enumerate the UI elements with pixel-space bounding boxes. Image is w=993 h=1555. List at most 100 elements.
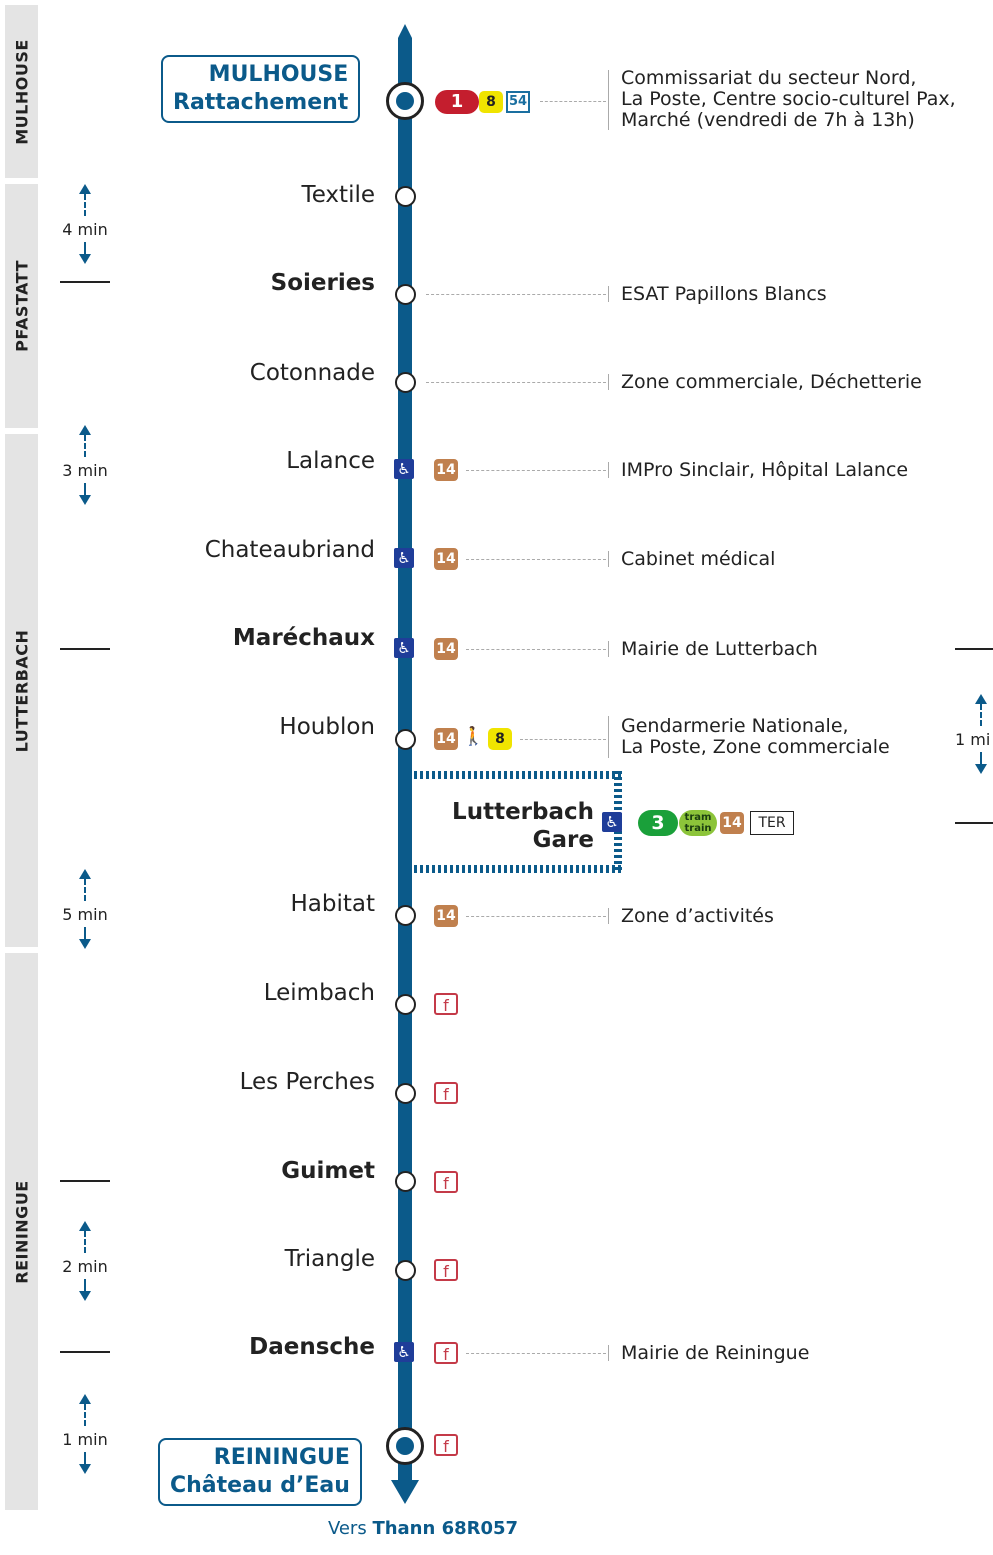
stop-guimet[interactable] [395,1171,416,1192]
arrow-up-icon [79,1394,91,1404]
info-chateaubriand: Cabinet médical [621,548,776,570]
train-label: train [684,823,712,834]
duration-label: 4 min [62,220,108,239]
arrow-down-icon [79,495,91,505]
fare-separator [60,1351,110,1353]
arrow-up-icon [79,184,91,194]
info-habitat: Zone d’activités [621,905,774,927]
line-14-badge: 14 [434,905,458,927]
stop-name-soieries: Soieries [270,270,375,296]
wheelchair-icon: ♿ [394,548,414,568]
fare-separator [60,1180,110,1182]
stop-name-les-perches: Les Perches [239,1069,375,1095]
dashed-line [84,194,86,216]
leader-line [466,1353,606,1354]
leader-line [520,739,606,740]
commune-label: MULHOUSE [12,38,31,145]
wheelchair-icon: ♿ [394,1342,414,1362]
route-line [398,38,412,1482]
info-bracket [608,1345,609,1361]
stop-name-lutterbach-gare: Lutterbach Gare [420,798,594,854]
leader-line [426,382,606,383]
stop-name-chateaubriand: Chateaubriand [204,537,375,563]
info-cotonnade: Zone commerciale, Déchetterie [621,371,922,393]
info-bracket [608,908,609,924]
stop-name-cotonnade: Cotonnade [249,360,375,386]
arrow-up-icon [79,1221,91,1231]
arrow-down-icon [975,764,987,774]
walk-icon: 🚶 [462,726,485,747]
commune-band-mulhouse: MULHOUSE [5,5,38,178]
line-14-badge: 14 [434,548,458,570]
commune-label: LUTTERBACH [12,629,31,752]
duration-label: 5 min [62,905,108,924]
stop-name-marechaux: Maréchaux [232,625,375,651]
dashed-line [84,1404,86,1426]
leader-line [466,559,606,560]
terminus-end-stop[interactable] [386,1427,424,1465]
stop-leimbach[interactable] [395,994,416,1015]
tram-label: tram [684,812,712,823]
leader-line [540,101,606,102]
terminus-start-line2: Rattachement [173,90,349,115]
arrow-down-icon [79,1464,91,1474]
stop-houblon[interactable] [395,729,416,750]
info-bracket [608,551,609,567]
ter-badge: TER [750,811,794,835]
arrow-up-icon [79,425,91,435]
stop-name-textile: Textile [301,182,375,208]
line-start-tip [398,24,412,38]
arrow-down-icon [79,254,91,264]
footer-direction: Vers Thann 68R057 [0,1518,846,1539]
duration-label: 2 min [62,1257,108,1276]
info-lalance: IMPro Sinclair, Hôpital Lalance [621,459,909,481]
line-8-badge: 8 [488,728,512,750]
station-hatch-bottom [414,865,622,873]
tram-train-badge: tram train [679,810,717,836]
commune-label: REININGUE [12,1179,31,1284]
fare-separator [60,281,110,283]
wheelchair-icon: ♿ [602,812,622,832]
footer-prefix: Vers [327,1518,373,1539]
stop-habitat[interactable] [395,905,416,926]
stop-cotonnade[interactable] [395,372,416,393]
info-marechaux: Mairie de Lutterbach [621,638,818,660]
footer-destination: Thann 68R057 [372,1518,519,1539]
leader-line [466,470,606,471]
commune-label: PFASTATT [12,260,31,352]
stop-name-habitat: Habitat [290,891,375,917]
terminus-end-line1: REININGUE [213,1445,350,1470]
stop-textile[interactable] [395,186,416,207]
stop-name-lalance: Lalance [286,448,375,474]
info-bracket [608,374,609,390]
stop-name-guimet: Guimet [281,1158,375,1184]
flex-on-demand-badge: f [434,1259,458,1281]
dashed-line [84,1452,86,1464]
info-bracket [608,286,609,302]
info-bracket [608,716,609,758]
info-rattachement: Commissariat du secteur Nord, La Poste, … [621,68,956,131]
line-14-badge: 14 [720,812,744,834]
dashed-line [84,242,86,254]
leader-line [426,294,606,295]
arrow-up-icon [79,869,91,879]
info-line: Commissariat du secteur Nord, [621,67,917,89]
commune-band-pfastatt: PFASTATT [5,184,38,428]
station-hatch-top [414,771,622,779]
station-line1: Lutterbach [452,799,594,825]
flex-on-demand-badge: f [434,1342,458,1364]
flex-on-demand-badge: f [434,1434,458,1456]
stop-soieries[interactable] [395,284,416,305]
fare-separator [955,648,993,650]
terminus-end-label: REININGUE Château d’Eau [158,1438,362,1506]
stop-triangle[interactable] [395,1260,416,1281]
info-line: La Poste, Zone commerciale [621,736,890,758]
terminus-start-stop[interactable] [386,82,424,120]
info-houblon: Gendarmerie Nationale, La Poste, Zone co… [621,716,890,758]
tram-line-3-badge: 3 [638,810,678,836]
wheelchair-icon: ♿ [394,638,414,658]
duration-label: 1 mi [955,730,991,749]
stop-les-perches[interactable] [395,1083,416,1104]
info-bracket [608,641,609,657]
commune-band-lutterbach: LUTTERBACH [5,434,38,947]
